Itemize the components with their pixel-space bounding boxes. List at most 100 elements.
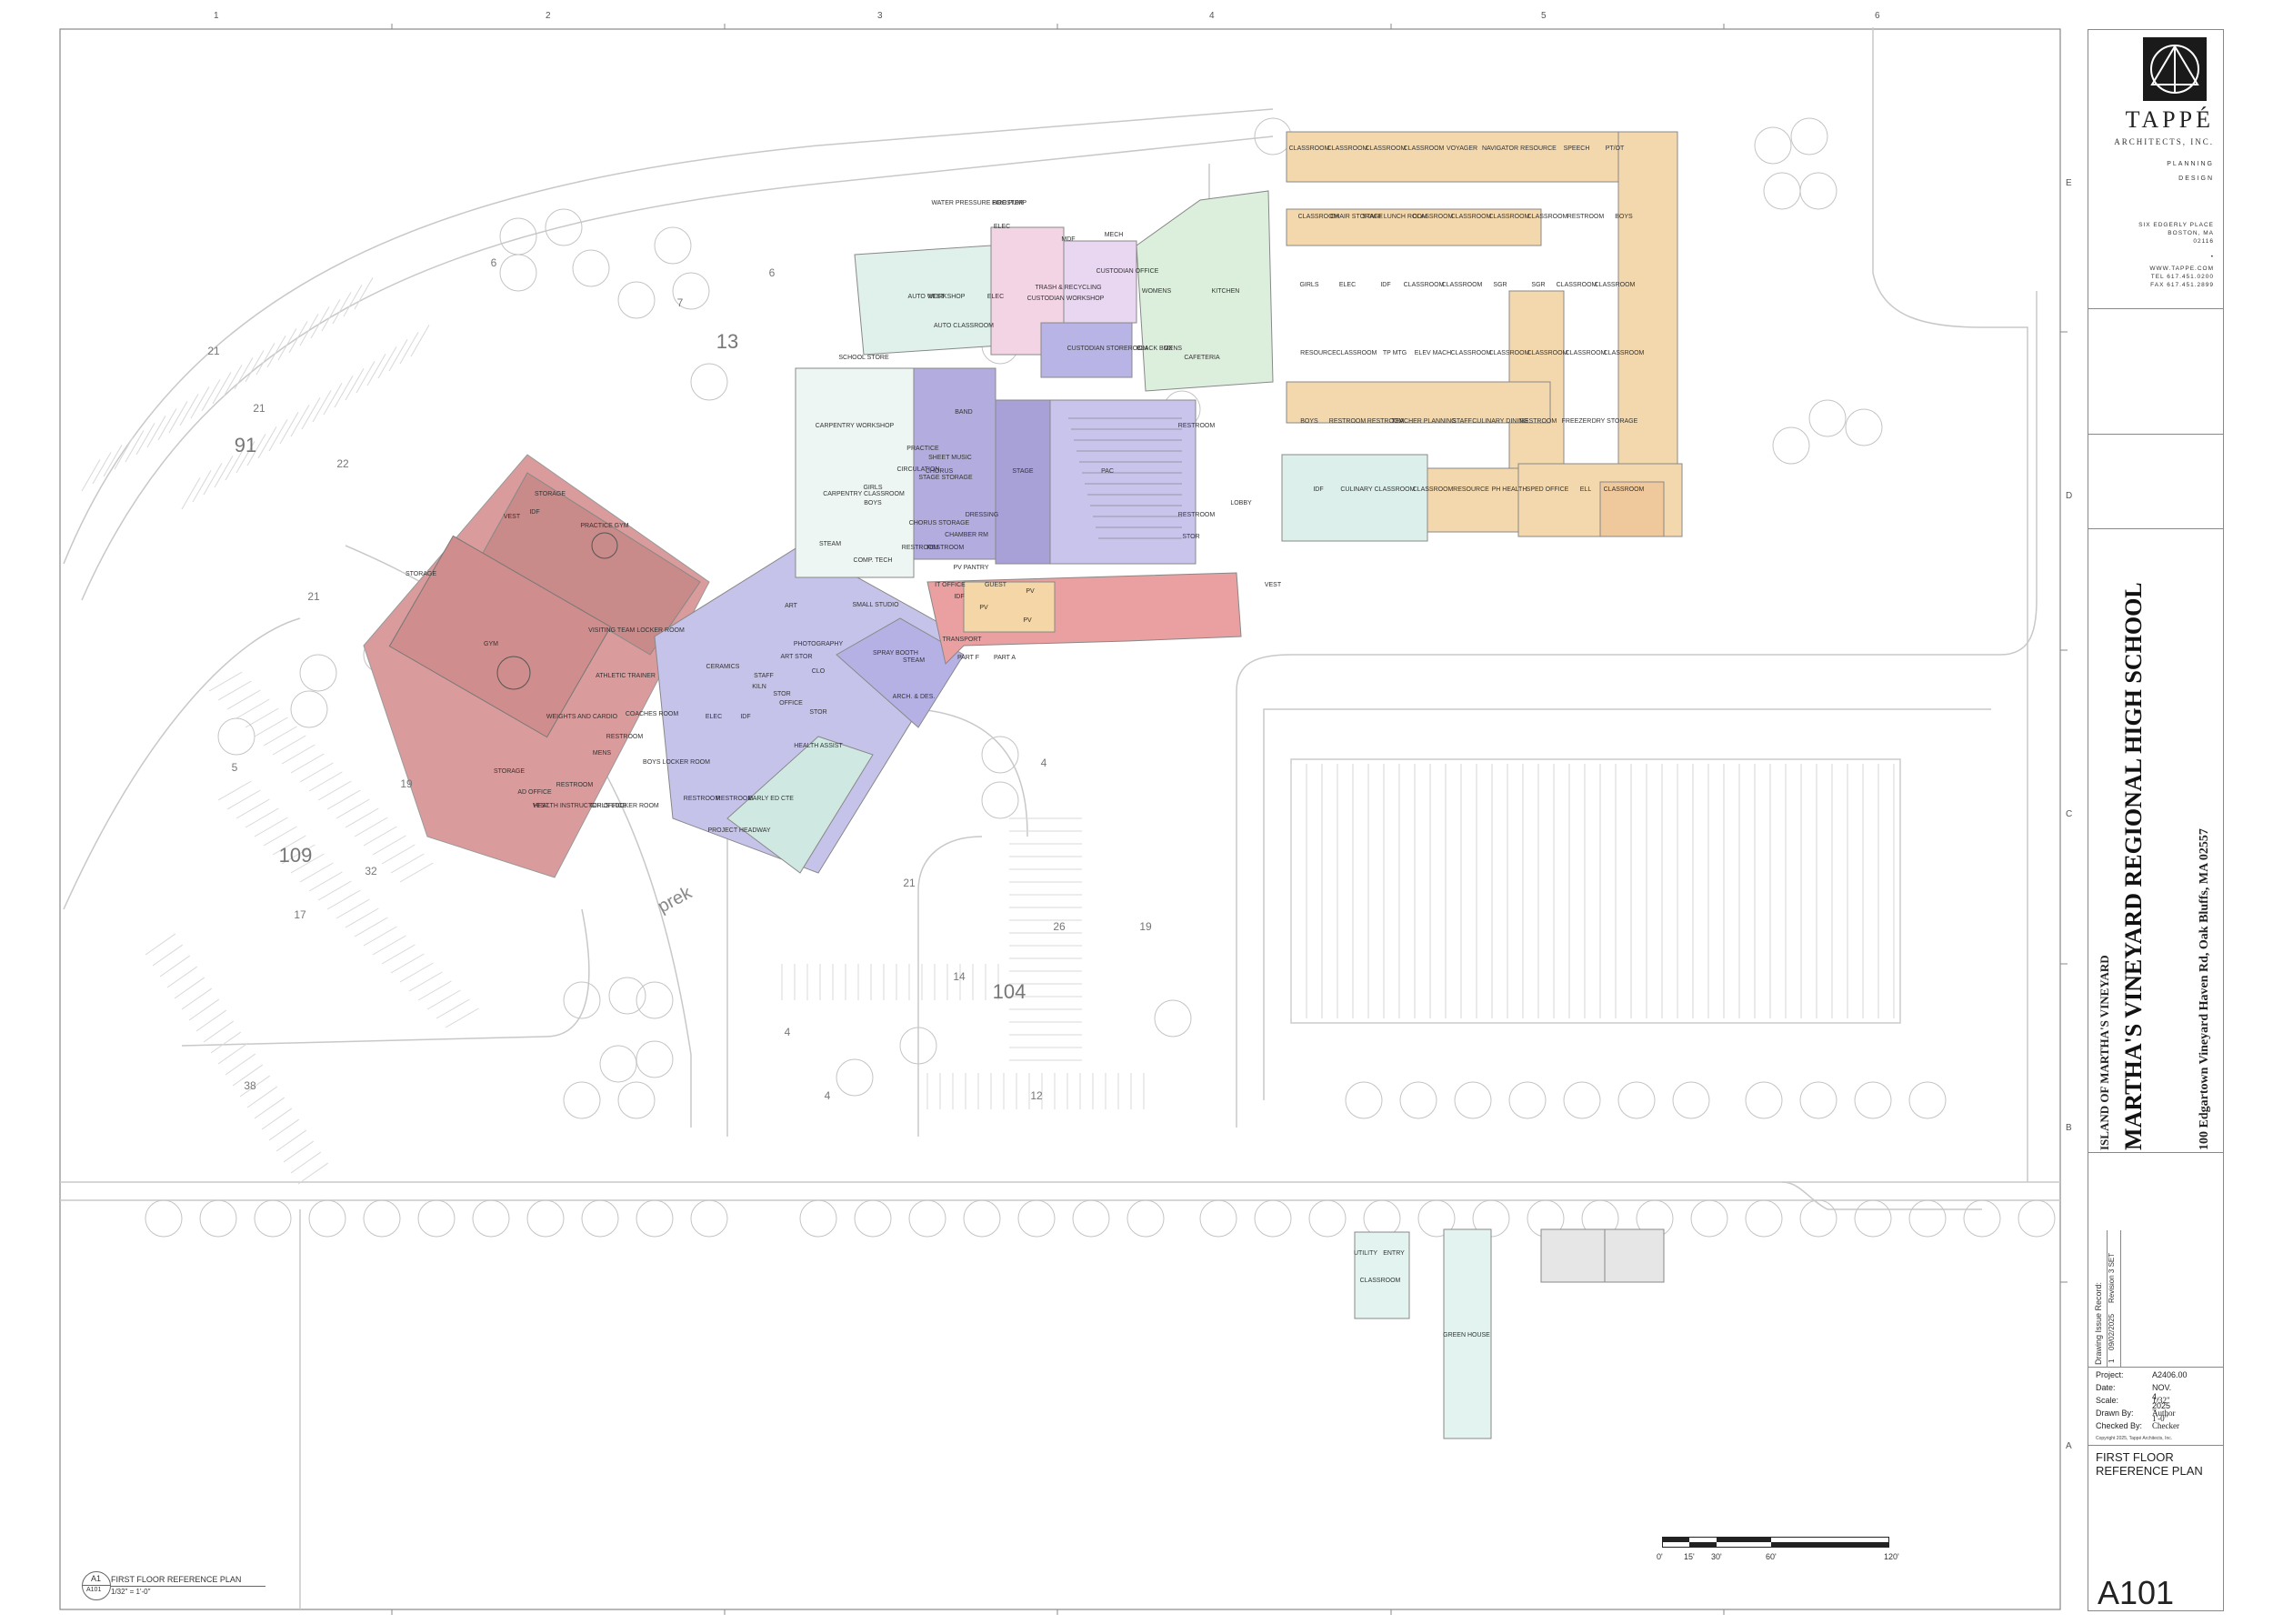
room-label-service: SCHOOL STORE — [838, 355, 889, 361]
room-label-perf: CARPENTRY CLASSROOM — [823, 491, 905, 497]
tree — [1690, 1199, 1728, 1238]
room-label-academic: VOYAGER — [1447, 145, 1477, 152]
room-label-academic: TEACHER PLANNING — [1391, 418, 1456, 425]
grid-row-label: D — [2066, 491, 2073, 501]
tree — [836, 1058, 874, 1097]
room-label-perf: CARPENTRY WORKSHOP — [816, 423, 895, 429]
room-label-academic: CLASSROOM — [1413, 486, 1454, 493]
room-label-service: AUTO CLASSROOM — [934, 323, 994, 329]
room-label-gym: GYM — [484, 641, 498, 647]
parking-lot-count: 12 — [1030, 1089, 1043, 1102]
firm-address: SIX EDGERLY PLACE BOSTON, MA 02116 — [2096, 221, 2214, 246]
parking-lot-count: 26 — [1053, 920, 1066, 933]
room-label-academic: CLASSROOM — [1451, 350, 1492, 356]
room-label-perf: RESTROOM — [902, 545, 939, 551]
copyright: Copyright 2025, Tappé Architects, Inc. — [2096, 1436, 2173, 1441]
scale-bar-label: 120' — [1884, 1552, 1899, 1561]
grid-column-label: 4 — [1209, 11, 1215, 21]
arts-wing — [654, 545, 965, 874]
parking-lot-count: 4 — [825, 1089, 831, 1102]
tree — [254, 1199, 292, 1238]
room-label-admin: PART F — [957, 655, 979, 661]
room-label-perf: BAND — [955, 409, 972, 416]
drawing-tag-id: A1 — [91, 1574, 102, 1583]
room-label-academic: CLASSROOM — [1489, 214, 1530, 220]
room-label-perf: RESTROOM — [1178, 512, 1216, 518]
academic-wing — [1281, 131, 1683, 542]
performing-arts-wing — [795, 367, 1197, 578]
room-label-academic: CLASSROOM — [1604, 486, 1645, 493]
tree — [1799, 172, 1837, 210]
room-label-perf: STAGE — [1012, 468, 1034, 475]
room-label-academic: IDF — [1380, 282, 1390, 288]
tree — [2018, 1199, 2056, 1238]
room-label-academic: STAFF LUNCH ROOM — [1362, 214, 1427, 220]
tree — [472, 1199, 510, 1238]
tree — [1072, 1199, 1110, 1238]
room-label-perf: RESTROOM — [927, 545, 965, 551]
tree — [1454, 1081, 1492, 1119]
tree — [617, 281, 656, 319]
room-label-academic: CHAIR STORAGE — [1330, 214, 1383, 220]
firm-tel: TEL 617.451.0200 — [2150, 274, 2214, 280]
room-label-academic: CLASSROOM — [1404, 282, 1445, 288]
room-label-admin: TRANSPORT — [942, 637, 982, 643]
tree — [581, 1199, 619, 1238]
firm-fax: FAX 617.451.2899 — [2150, 282, 2214, 288]
grid-row-label: A — [2066, 1441, 2072, 1451]
parking-lot-count: 21 — [253, 402, 265, 415]
room-label-outbuilding: CLASSROOM — [1360, 1278, 1401, 1284]
room-label-perf: PRACTICE — [906, 446, 939, 452]
room-label-academic: ELL — [1580, 486, 1592, 493]
room-label-service: VEST — [928, 294, 946, 300]
tree — [1763, 172, 1801, 210]
parking-field — [1290, 758, 1901, 1024]
room-label-perf: CHORUS STORAGE — [909, 520, 970, 526]
room-label-arts: ART — [785, 603, 798, 609]
firm-logo — [2143, 37, 2207, 101]
room-label-perf: CHORUS — [926, 468, 954, 475]
checked-row: Checked By:Checker — [2096, 1421, 2179, 1430]
room-label-arts: OFFICE — [779, 700, 803, 707]
project-number-value: A2406.00 — [2152, 1370, 2188, 1379]
room-label-gym: BOYS LOCKER ROOM — [643, 759, 710, 766]
room-label-arts: IDF — [740, 714, 750, 720]
tree — [1908, 1081, 1947, 1119]
tree — [199, 1199, 237, 1238]
room-label-outbuilding: GREEN HOUSE — [1443, 1332, 1490, 1338]
parking-lot-count: 91 — [235, 434, 256, 456]
room-label-academic: GIRLS — [1299, 282, 1318, 288]
room-label-service: FIRE PUMP — [992, 200, 1026, 206]
room-label-arts: ARCH. & DES. — [893, 694, 936, 700]
tree — [145, 1199, 183, 1238]
room-label-service: MECH — [1105, 232, 1124, 238]
service-wing — [854, 190, 1274, 392]
tree — [799, 1199, 837, 1238]
scale-bar-label: 0' — [1657, 1552, 1663, 1561]
tree — [1399, 1081, 1437, 1119]
firm-name: TAPPÉ — [2125, 106, 2214, 133]
tree — [1563, 1081, 1601, 1119]
tree — [1345, 1081, 1383, 1119]
tree — [1745, 1081, 1783, 1119]
scale-bar — [1662, 1537, 1889, 1549]
firm-service-1: PLANNING — [2167, 161, 2214, 167]
room-label-academic: TP MTG — [1383, 350, 1407, 356]
tree — [636, 1040, 674, 1078]
room-label-service: CUSTODIAN STOREROOM — [1067, 346, 1148, 352]
parking-lot-count: 7 — [677, 296, 684, 309]
tree — [690, 363, 728, 401]
tree — [1808, 399, 1847, 437]
parking-lot-count: 21 — [207, 345, 220, 357]
room-label-academic: RESOURCE — [1300, 350, 1337, 356]
tree — [899, 1027, 937, 1065]
room-label-academic: CLASSROOM — [1366, 145, 1407, 152]
tree — [1854, 1081, 1892, 1119]
room-label-service: CUSTODIAN OFFICE — [1096, 268, 1159, 275]
room-label-academic: RESOURCE — [1453, 486, 1489, 493]
drawn-value: Author — [2152, 1408, 2176, 1418]
room-label-academic: SGR — [1531, 282, 1545, 288]
room-label-academic: CLASSROOM — [1327, 145, 1368, 152]
room-label-arts: SPRAY BOOTH — [873, 650, 918, 657]
